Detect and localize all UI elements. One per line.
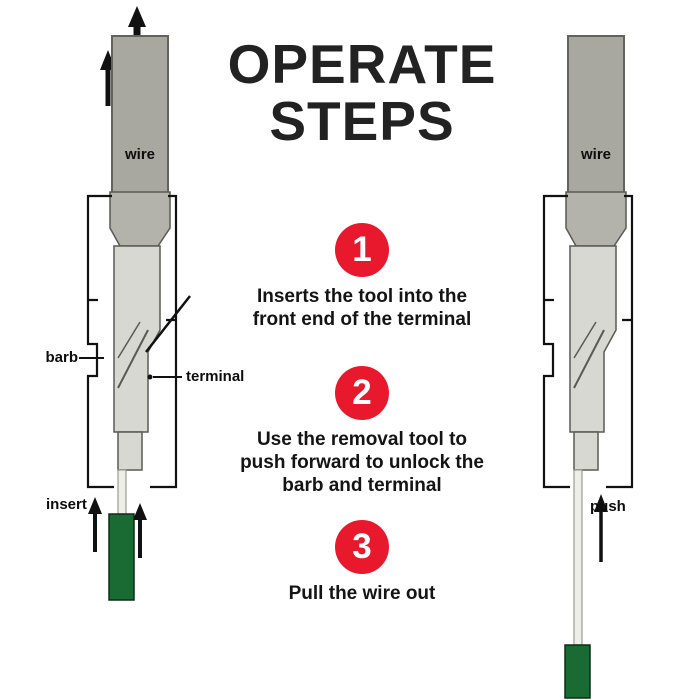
right-wire-shape: [567, 35, 625, 209]
step-3-number-badge: 3: [335, 520, 389, 574]
terminal-label: terminal: [186, 368, 245, 385]
left-removal-tool-shape: [108, 513, 135, 601]
step-3-number: 3: [352, 527, 372, 566]
step-1: 1 Inserts the tool into the front end of…: [212, 223, 512, 331]
insert-arrow-right-icon: [133, 503, 147, 558]
right-terminal-crimp-shape: [565, 191, 627, 247]
page-title: OPERATE STEPS: [212, 36, 512, 150]
right-removal-tool-shape: [564, 644, 591, 699]
left-wire-shape: [111, 35, 169, 209]
left-terminal-tube-shape: [117, 431, 143, 471]
step-3-text: Pull the wire out: [288, 583, 436, 604]
step-1-number-badge: 1: [335, 223, 389, 277]
left-tool-shaft-shape: [117, 469, 127, 515]
insert-label: insert: [46, 496, 87, 513]
push-label: push: [590, 498, 626, 515]
step-1-number: 1: [352, 230, 372, 269]
barb-label: barb: [45, 349, 78, 366]
step-2-text: Use the removal tool to push forward to …: [240, 429, 484, 496]
terminal-pointer-line: [145, 295, 191, 353]
left-wire-label: wire: [124, 146, 155, 163]
right-terminal-body-shape: [569, 245, 617, 433]
left-terminal-body-shape: [113, 245, 161, 433]
step-2-number-badge: 2: [335, 366, 389, 420]
step-1-text: Inserts the tool into the front end of t…: [252, 286, 472, 330]
right-terminal-tube-shape: [573, 431, 599, 471]
step-3: 3 Pull the wire out: [212, 520, 512, 605]
right-tool-shaft-shape: [573, 469, 583, 646]
insert-arrow-left-icon: [88, 497, 102, 552]
right-wire-label: wire: [580, 146, 611, 163]
left-terminal-crimp-shape: [109, 191, 171, 247]
right-terminal-diagram: [542, 35, 634, 699]
step-2: 2 Use the removal tool to push forward t…: [212, 366, 512, 497]
push-arrow-icon: [594, 494, 608, 562]
right-housing-outline: [542, 194, 634, 489]
step-2-number: 2: [352, 373, 372, 412]
page-title-line1: OPERATE: [227, 33, 497, 95]
left-housing-outline: [86, 194, 178, 489]
left-terminal-diagram: [79, 6, 191, 601]
page-title-line2: STEPS: [269, 90, 455, 152]
